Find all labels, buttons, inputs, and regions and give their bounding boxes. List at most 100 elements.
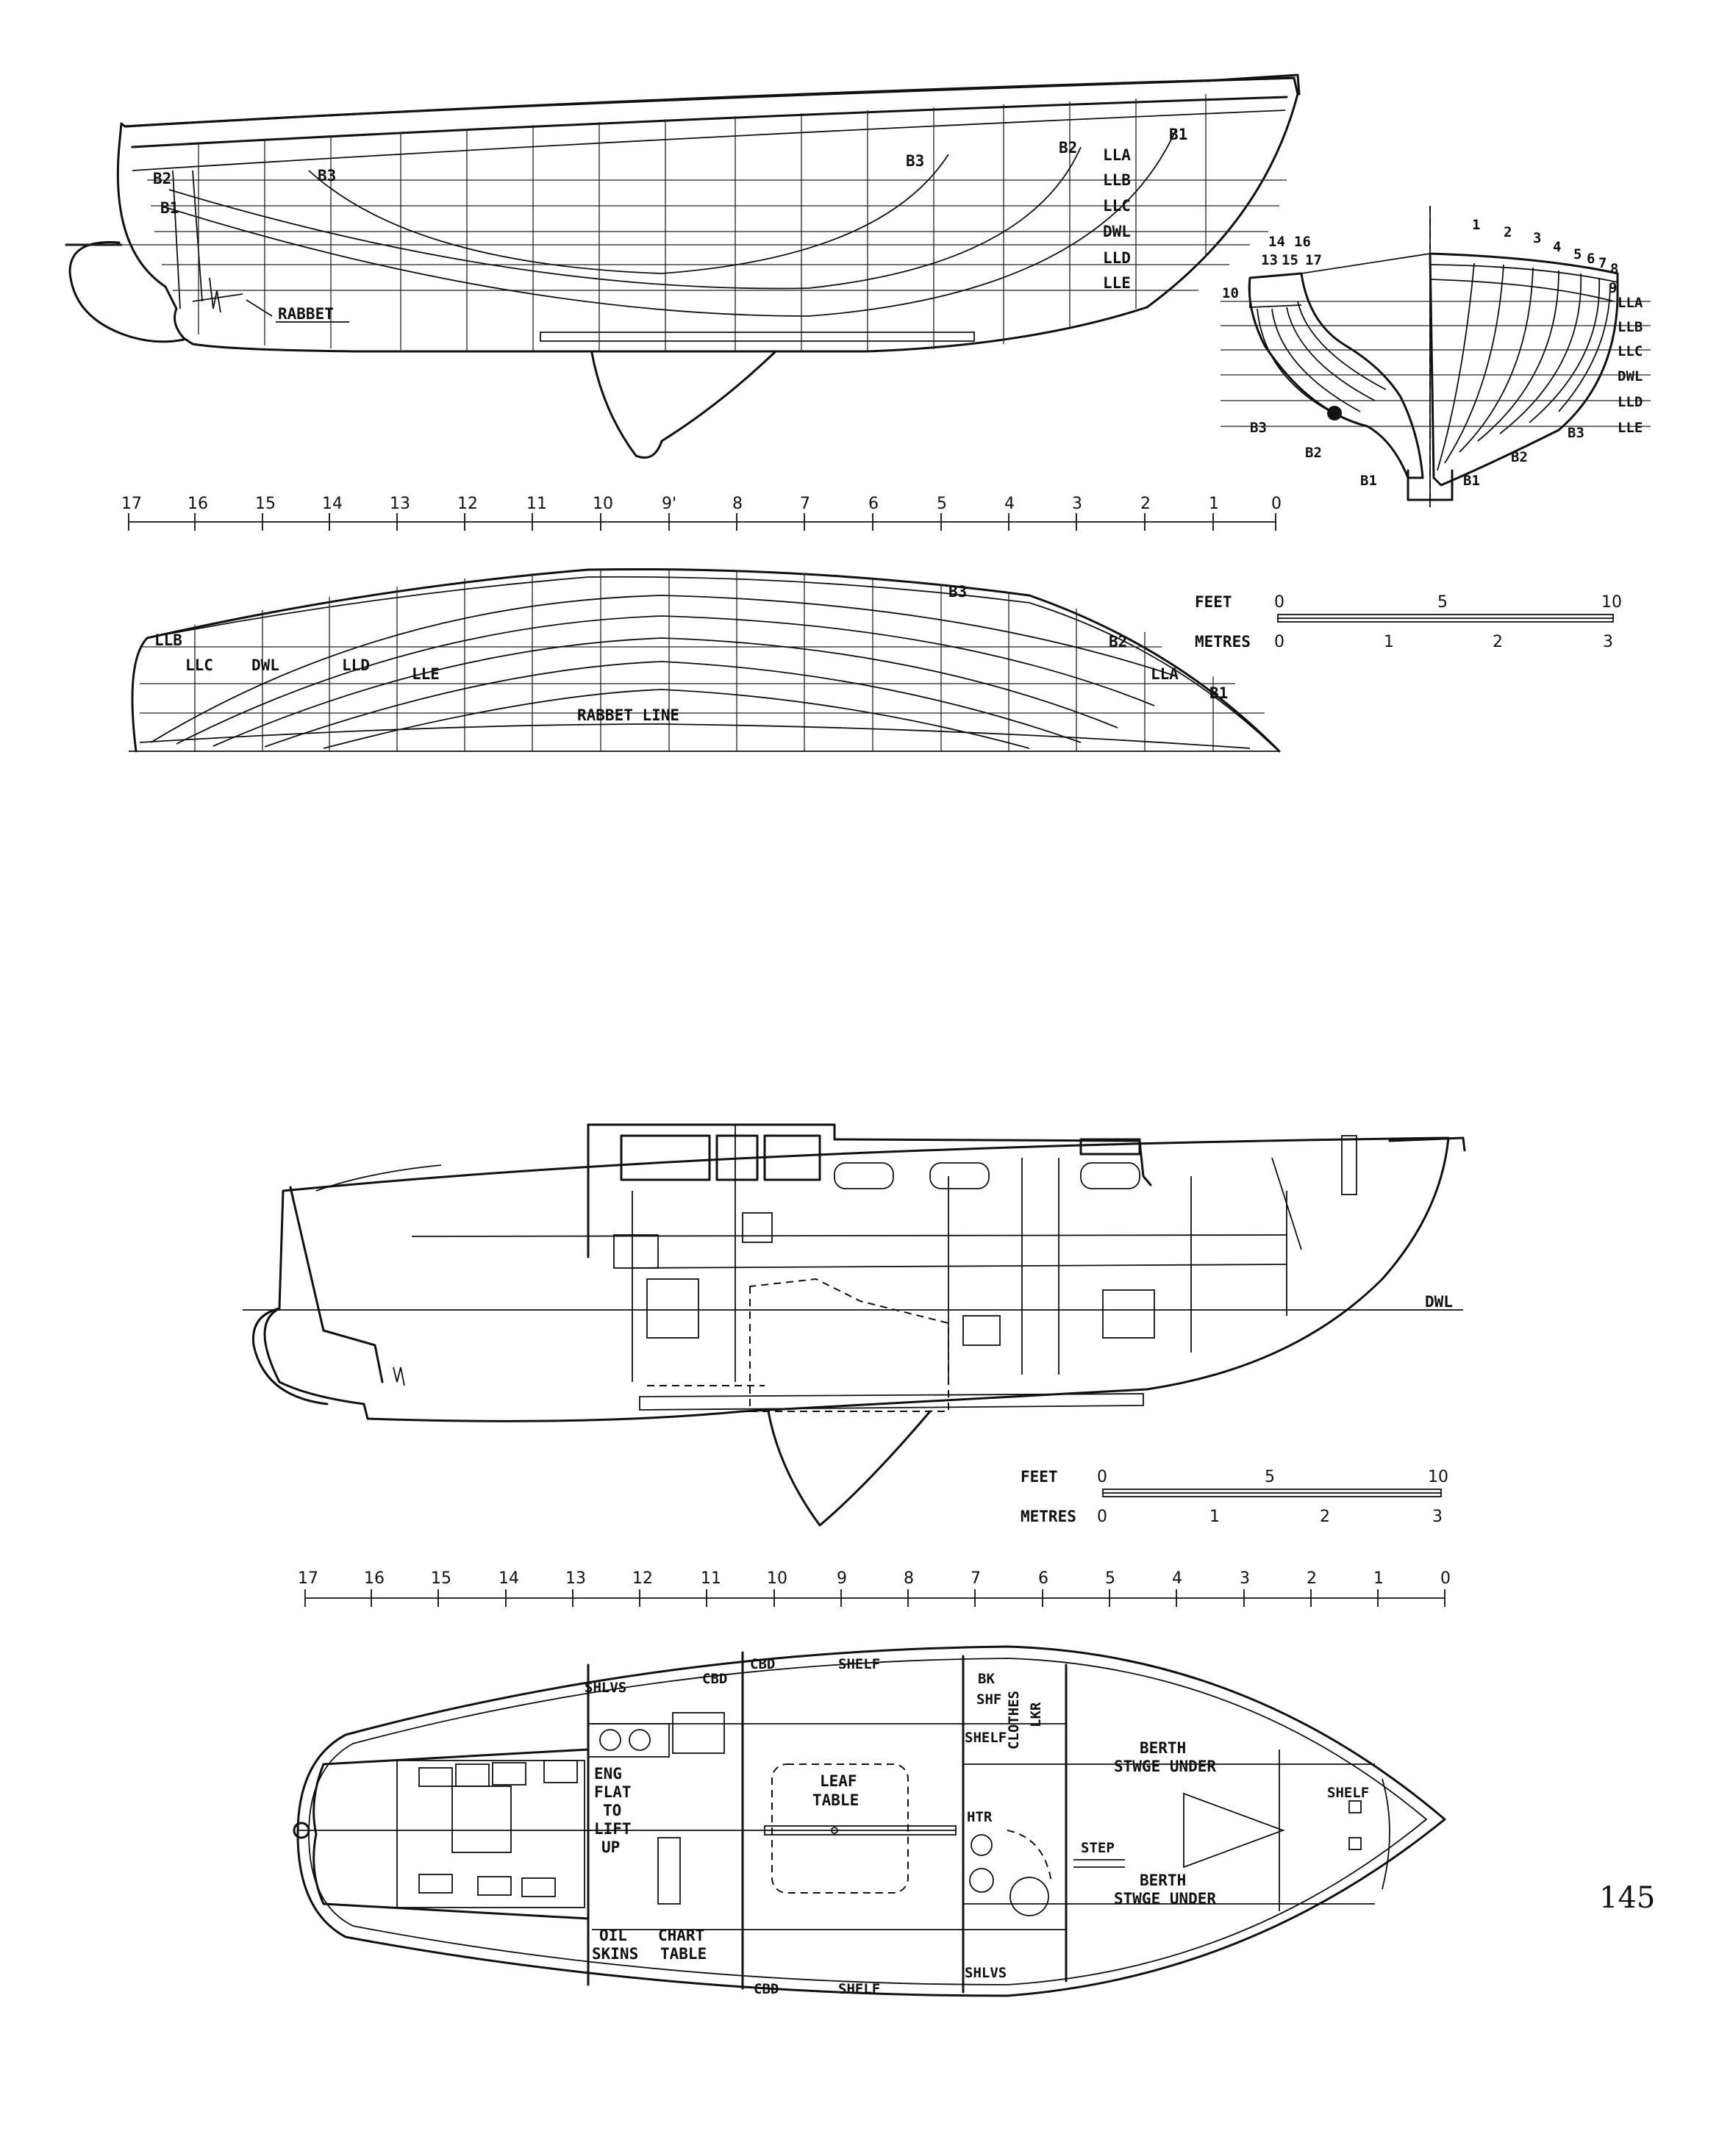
lines-scale-2: 2 [1140, 495, 1151, 513]
scale-top-feet-0: 0 [1274, 593, 1284, 612]
accom-scale-8: 8 [904, 1569, 914, 1588]
profile-label-b1: B1 [160, 199, 179, 217]
scale-top-feet-5: 5 [1437, 593, 1448, 612]
accom-cabin-top [587, 1123, 1152, 1186]
profile-label-llc: LLC [1103, 197, 1131, 215]
bodyplan-station-8: 8 [1610, 261, 1618, 277]
accom-scale-7: 7 [971, 1569, 981, 1588]
lines-scale-8: 8 [732, 495, 743, 513]
profile-buttock-b2 [168, 146, 1082, 290]
scale-top-metres-1: 1 [1384, 633, 1394, 651]
profile-label-b1-fwd: B1 [1169, 126, 1187, 143]
plan-label-shelf-fwd: SHELF [1327, 1785, 1369, 1801]
scale-accom-metres-1: 1 [1209, 1508, 1220, 1526]
plan-label-to: TO [603, 1802, 621, 1819]
bodyplan-station-16: 16 [1294, 234, 1311, 250]
scale-accom-metres-label: METRES [1021, 1508, 1076, 1525]
lines-scale-11: 11 [526, 495, 547, 513]
plan-label-flat: FLAT [594, 1783, 632, 1801]
plan-label-berth-1: BERTH [1140, 1739, 1186, 1757]
plan-label-eng: ENG [594, 1765, 622, 1783]
bodyplan-station-9: 9 [1609, 280, 1617, 296]
accom-scale-15: 15 [431, 1569, 451, 1588]
plan-label-shelf-bot: SHELF [838, 1981, 880, 1997]
profile-label-llb: LLB [1103, 171, 1131, 189]
scale-accom-feet-5: 5 [1265, 1468, 1275, 1486]
half-breadth-drawing: LLB LLC DWL LLD LLE LLA B3 B2 B1 RABBET … [129, 567, 1281, 753]
bodyplan-label-llb: LLB [1618, 319, 1643, 335]
lines-scale-12: 12 [457, 495, 478, 513]
hb-label-llb: LLB [154, 631, 182, 649]
plan-label-up: UP [601, 1838, 620, 1856]
profile-sheer-line-inner [131, 96, 1288, 148]
profile-label-lld: LLD [1103, 249, 1131, 267]
scale-bar-lines: FEET METRES 0 5 10 0 1 2 3 [1195, 593, 1622, 651]
plan-label-shlvs-bot: SHLVS [965, 1965, 1007, 1981]
bodyplan-label-b3-aft: B3 [1250, 420, 1267, 436]
scale-accom-feet-0: 0 [1097, 1468, 1107, 1486]
profile-label-b2: B2 [153, 170, 171, 187]
bodyplan-label-b3-fwd: B3 [1568, 425, 1584, 441]
accom-scale-0: 0 [1440, 1569, 1451, 1588]
bodyplan-station-7: 7 [1598, 255, 1607, 271]
plan-label-lkr: LKR [1028, 1702, 1044, 1727]
accom-scale-11: 11 [701, 1569, 721, 1588]
accom-scale-14: 14 [498, 1569, 519, 1588]
accom-scale-5: 5 [1105, 1569, 1115, 1588]
plan-label-chart: CHART [658, 1927, 704, 1944]
hb-label-dwl: DWL [251, 656, 279, 674]
hb-label-lla: LLA [1151, 665, 1179, 683]
profile-label-lle: LLE [1103, 274, 1131, 292]
plan-label-skins: SKINS [592, 1945, 638, 1963]
profile-label-dwl: DWL [1103, 223, 1131, 240]
profile-label-b2-fwd: B2 [1059, 139, 1077, 157]
scale-top-feet-10: 10 [1601, 593, 1622, 612]
plan-label-bk: BK [978, 1671, 995, 1687]
hb-label-b3: B3 [948, 583, 967, 601]
scale-top-metres-3: 3 [1603, 633, 1613, 651]
hb-label-b2: B2 [1109, 633, 1127, 651]
plan-label-clothes: CLOTHES [1006, 1691, 1022, 1749]
accom-scale-12: 12 [632, 1569, 653, 1588]
lines-scale-0: 0 [1271, 495, 1282, 513]
rudder-post-icon [293, 1822, 310, 1839]
accom-scale-4: 4 [1172, 1569, 1182, 1588]
accom-scale-9: 9 [837, 1569, 847, 1588]
lines-scale-9: 9' [662, 495, 676, 513]
plan-label-lift: LIFT [594, 1820, 632, 1838]
accom-scale-13: 13 [565, 1569, 586, 1588]
hb-label-llc: LLC [185, 656, 213, 674]
lines-scale-1: 1 [1209, 495, 1219, 513]
plan-label-berth-2: BERTH [1140, 1872, 1186, 1889]
scale-accom-metres-0: 0 [1097, 1508, 1107, 1526]
plan-label-cbd-b: CBD [750, 1656, 775, 1672]
bodyplan-label-b2-aft: B2 [1305, 445, 1322, 461]
scale-accom-feet-10: 10 [1428, 1468, 1448, 1486]
accom-scale-10: 10 [767, 1569, 787, 1588]
lines-scale-16: 16 [187, 495, 208, 513]
profile-label-b3-fwd: B3 [906, 152, 924, 170]
bodyplan-fwd-section [1429, 252, 1619, 487]
plan-label-cbd-bot: CBD [754, 1981, 779, 1997]
bodyplan-station-17: 17 [1305, 252, 1322, 268]
plan-label-stwge-2: STWGE UNDER [1114, 1890, 1216, 1908]
plan-label-shelf-top: SHELF [838, 1656, 880, 1672]
scale-accom-metres-3: 3 [1432, 1508, 1443, 1526]
bodyplan-station-13: 13 [1261, 252, 1278, 268]
bodyplan-station-10: 10 [1222, 285, 1239, 301]
accom-hull-outline [263, 1136, 1450, 1422]
lines-scale-5: 5 [937, 495, 947, 513]
scale-top-feet-label: FEET [1195, 593, 1232, 611]
hb-label-b1: B1 [1209, 684, 1228, 702]
accom-scale-1: 1 [1373, 1569, 1384, 1588]
profile-label-b3: B3 [318, 167, 336, 185]
hb-label-lle: LLE [412, 665, 440, 683]
profile-station-lines [198, 94, 1207, 351]
plan-label-table: TABLE [812, 1791, 859, 1809]
rabbet-line [139, 723, 1251, 749]
bodyplan-label-b2-fwd: B2 [1511, 449, 1528, 465]
bodyplan-station-5: 5 [1573, 246, 1582, 262]
profile-label-lla: LLA [1103, 146, 1131, 164]
scale-bar-accommodation: FEET METRES 0 5 10 0 1 2 3 [1021, 1468, 1448, 1526]
